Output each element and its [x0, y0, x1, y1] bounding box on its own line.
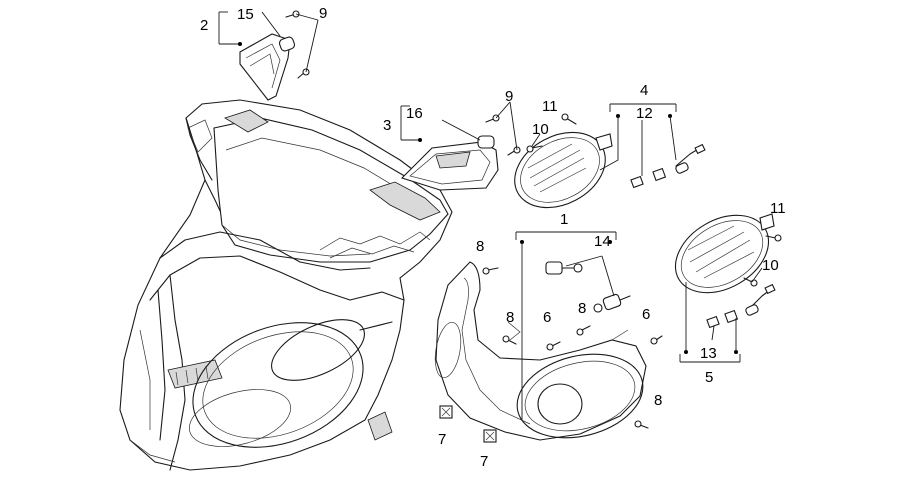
callout-12: 12 [636, 105, 653, 122]
callout-11-right: 11 [770, 200, 786, 217]
callout-8-c: 8 [578, 300, 586, 317]
callout-6-b: 6 [642, 306, 650, 323]
callout-2: 2 [200, 17, 208, 34]
callout-5: 5 [705, 369, 713, 386]
callout-10-right: 10 [762, 257, 779, 274]
callout-8-a: 8 [476, 238, 484, 255]
right-headlight-unit [674, 213, 782, 329]
front-fairing [119, 99, 453, 471]
callout-6-a: 6 [543, 309, 551, 326]
callout-7-a: 7 [438, 431, 446, 448]
callout-9-top: 9 [319, 5, 327, 22]
part-15-indicator-lens [239, 10, 310, 101]
upper-headlight-unit [514, 113, 706, 209]
callout-9-mid: 9 [505, 88, 513, 105]
callout-14: 14 [594, 233, 611, 250]
callout-8-d: 8 [654, 392, 662, 409]
callout-1: 1 [560, 211, 568, 228]
callout-8-b: 8 [506, 309, 514, 326]
part-1-headlight-frame [434, 261, 663, 443]
callout-7-b: 7 [480, 453, 488, 470]
callout-16: 16 [406, 105, 423, 122]
callout-15: 15 [237, 6, 254, 23]
callout-3: 3 [383, 117, 391, 134]
callout-labels: 2 15 9 3 16 9 11 10 4 12 1 14 8 8 8 6 6 … [200, 5, 786, 470]
part-16-front-indicator [400, 114, 521, 191]
leader-lines [218, 11, 763, 420]
callout-10-upper: 10 [532, 121, 549, 138]
callout-11-upper: 11 [542, 98, 558, 115]
callout-4: 4 [640, 82, 648, 99]
callout-13: 13 [700, 345, 717, 362]
